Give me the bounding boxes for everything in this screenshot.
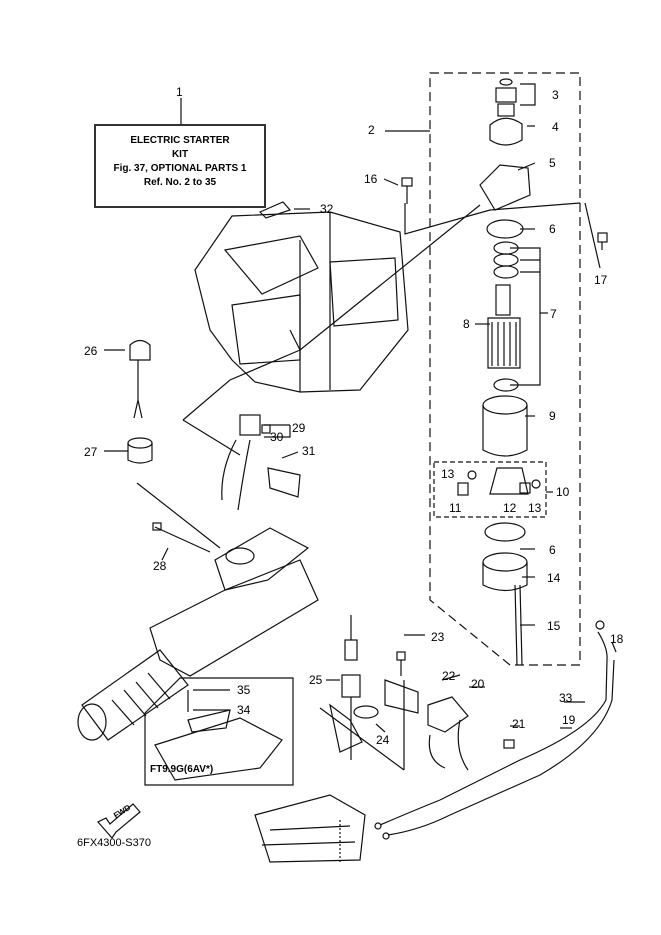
callout-34: 34 xyxy=(237,703,251,717)
variant-frame xyxy=(144,677,294,786)
callout-3: 3 xyxy=(552,88,559,102)
callout-6a: 6 xyxy=(549,222,556,236)
note-line-3: Fig. 37, OPTIONAL PARTS 1 xyxy=(113,163,247,174)
callout-27: 27 xyxy=(84,445,98,459)
callout-10: 10 xyxy=(556,485,570,499)
callout-22: 22 xyxy=(442,669,456,683)
fwd-arrow-icon xyxy=(97,803,141,839)
callout-1: 1 xyxy=(176,85,183,99)
callout-33: 33 xyxy=(559,691,573,705)
callout-16: 16 xyxy=(364,172,378,186)
callout-29: 29 xyxy=(292,421,306,435)
callout-24: 24 xyxy=(376,733,390,747)
callout-31: 31 xyxy=(302,444,316,458)
callout-26: 26 xyxy=(84,344,98,358)
callout-13b: 13 xyxy=(528,501,542,515)
callout-2: 2 xyxy=(368,123,375,137)
callout-23: 23 xyxy=(431,630,445,644)
callout-25: 25 xyxy=(309,673,323,687)
note-line-4: Ref. No. 2 to 35 xyxy=(143,177,217,188)
starter-group-boundary xyxy=(429,72,581,666)
callout-30: 30 xyxy=(270,430,284,444)
diagram-code: 6FX4300-S370 xyxy=(77,837,151,849)
callout-4: 4 xyxy=(552,120,559,134)
callout-7: 7 xyxy=(550,307,557,321)
callout-19: 19 xyxy=(562,713,576,727)
callout-35: 35 xyxy=(237,683,251,697)
engine-block-outline xyxy=(194,211,409,393)
callout-12: 12 xyxy=(503,501,517,515)
brush-subgroup-boundary xyxy=(433,461,547,518)
callout-11: 11 xyxy=(449,501,462,515)
callout-28: 28 xyxy=(153,559,167,573)
callout-20: 20 xyxy=(471,677,485,691)
kit-reference-note: ELECTRIC STARTER KIT Fig. 37, OPTIONAL P… xyxy=(94,124,266,208)
note-line-1: ELECTRIC STARTER xyxy=(130,135,230,146)
variant-label: FT9.9G(6AV*) xyxy=(150,764,214,775)
note-line-2: KIT xyxy=(171,149,189,160)
callout-17: 17 xyxy=(594,273,608,287)
callout-5: 5 xyxy=(549,156,556,170)
callout-14: 14 xyxy=(547,571,561,585)
callout-9: 9 xyxy=(549,409,556,423)
callout-18: 18 xyxy=(610,632,624,646)
callout-8: 8 xyxy=(463,317,470,331)
callout-32: 32 xyxy=(320,202,334,216)
callout-15: 15 xyxy=(547,619,561,633)
callout-6b: 6 xyxy=(549,543,556,557)
callout-21: 21 xyxy=(512,717,526,731)
callout-13a: 13 xyxy=(441,467,455,481)
